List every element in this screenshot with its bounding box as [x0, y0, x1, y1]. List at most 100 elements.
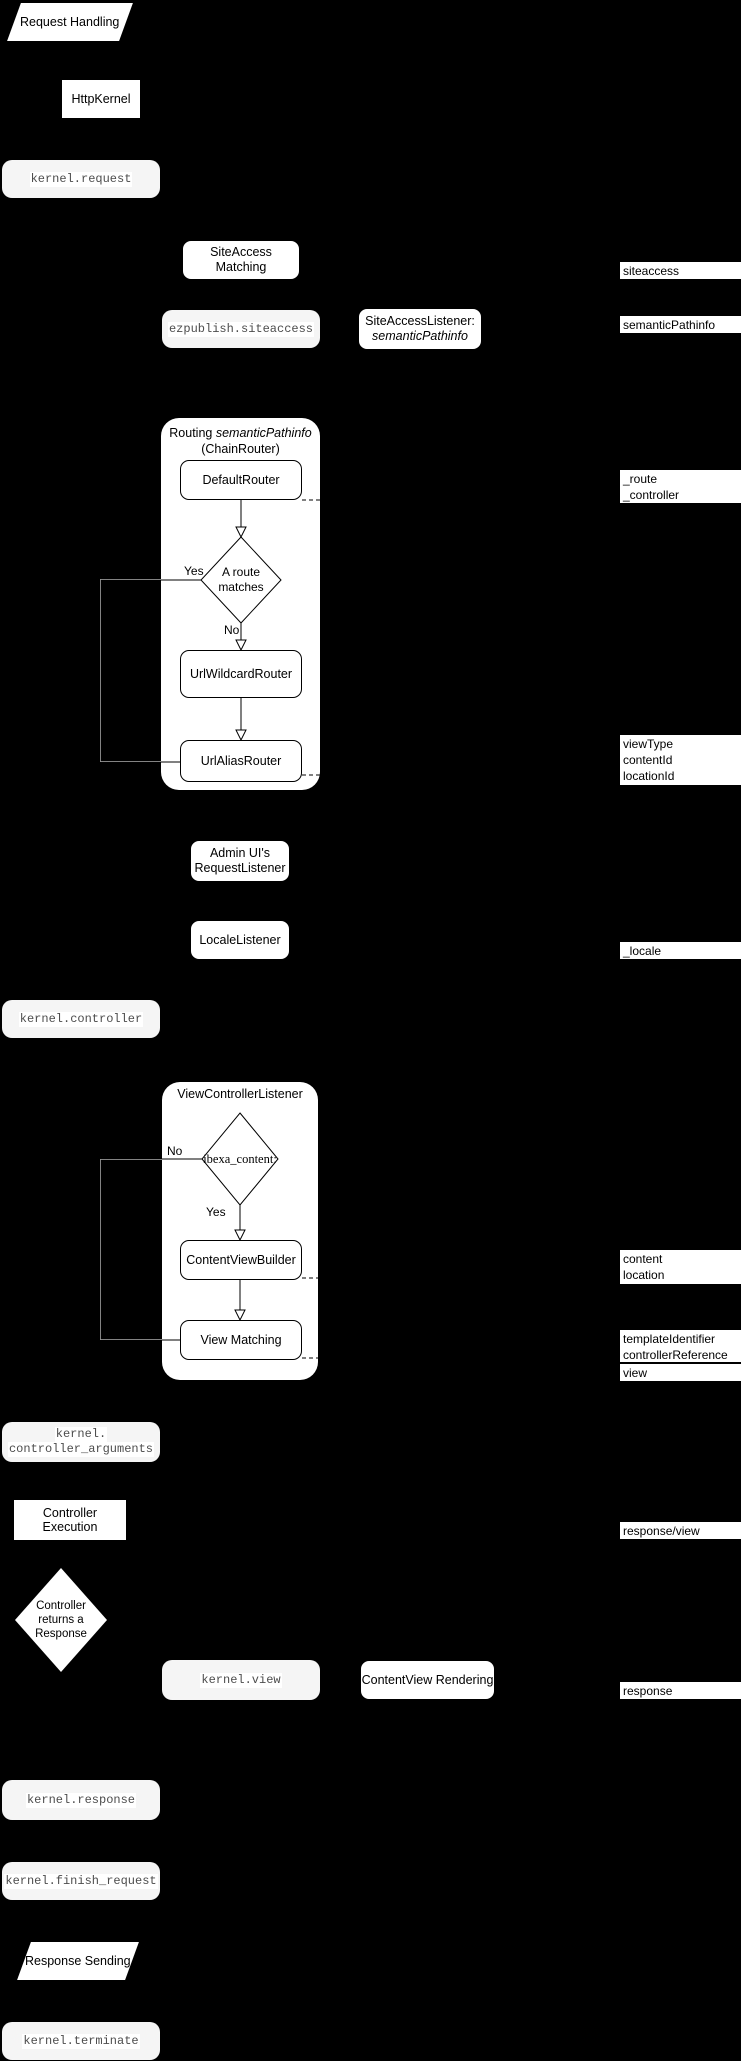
routing-connectors: [161, 499, 320, 776]
httpkernel-label: HttpKernel: [71, 92, 131, 106]
var-locale: _locale: [620, 942, 741, 959]
locale-listener-box: LocaleListener: [190, 920, 290, 960]
var-content-location: content location: [620, 1250, 741, 1284]
var-response-view: response/view: [620, 1522, 741, 1539]
siteaccess-listener-line1: SiteAccessListener:: [365, 314, 475, 328]
routing-yes-bypass-line-h1: [100, 579, 162, 580]
response-sending-parallelogram: Response Sending: [17, 1942, 139, 1980]
url-wildcard-router-label: UrlWildcardRouter: [189, 666, 293, 681]
url-wildcard-router-box: UrlWildcardRouter: [180, 650, 302, 698]
ibexa-content-text: ibexa_content:: [203, 1151, 277, 1166]
var-response-view-label: response/view: [623, 1524, 700, 1538]
kernel-controller-label: kernel.controller: [18, 1011, 144, 1027]
viewcontroller-container-title: ViewControllerListener: [162, 1086, 318, 1102]
kernel-response-label: kernel.response: [25, 1792, 137, 1808]
routing-no-text: No: [224, 623, 240, 637]
start-parallelogram: Request Handling: [7, 3, 133, 41]
default-router-box: DefaultRouter: [180, 460, 302, 500]
viewcontroller-title-text: ViewControllerListener: [177, 1087, 303, 1101]
var-template-controllerref: templateIdentifier controllerReference: [620, 1330, 741, 1362]
var-contentid: contentId: [623, 753, 673, 767]
var-view-label: view: [623, 1366, 648, 1380]
default-router-label: DefaultRouter: [202, 472, 280, 487]
viewctrl-no-bypass-line-v: [100, 1159, 101, 1340]
var-locale-label: _locale: [623, 944, 662, 958]
var-viewtype-contentid-locationid: viewType contentId locationId: [620, 735, 741, 785]
response-sending-label: Response Sending: [25, 1954, 131, 1968]
admin-listener-line2: RequestListener: [194, 861, 286, 875]
kernel-view-event: kernel.view: [162, 1660, 320, 1700]
content-view-builder-box: ContentViewBuilder: [180, 1240, 302, 1280]
kernel-view-label: kernel.view: [200, 1672, 282, 1688]
kernel-request-label: kernel.request: [29, 171, 133, 187]
kernel-controller-arguments-line2: controller_arguments: [7, 1442, 155, 1457]
var-route-controller: _route _controller: [620, 470, 741, 503]
siteaccess-matching-label: SiteAccess Matching: [210, 245, 272, 274]
var-semanticpathinfo-label: semanticPathinfo: [623, 318, 716, 332]
routing-title-prefix: Routing: [169, 426, 216, 440]
viewctrl-no-label: No: [167, 1145, 191, 1158]
controller-returns-response-diamond: Controller returns a Response: [15, 1568, 107, 1672]
var-view: view: [620, 1364, 741, 1381]
content-view-builder-label: ContentViewBuilder: [186, 1252, 296, 1267]
view-matching-box: View Matching: [180, 1320, 302, 1360]
routing-yes-bypass-line-h2: [100, 761, 162, 762]
var-templateidentifier: templateIdentifier: [623, 1332, 716, 1346]
var-location: location: [623, 1268, 665, 1282]
var-response: response: [620, 1682, 741, 1699]
routing-yes-bypass-line-v: [100, 579, 101, 762]
siteaccess-listener-box: SiteAccessListener: semanticPathinfo: [358, 308, 482, 350]
var-siteaccess-label: siteaccess: [623, 264, 680, 278]
url-alias-router-box: UrlAliasRouter: [180, 740, 302, 782]
viewcontroller-connectors: [162, 1112, 318, 1359]
routing-title-line2: (ChainRouter): [201, 442, 280, 456]
ezpublish-siteaccess-label: ezpublish.siteaccess: [167, 321, 315, 337]
controller-returns-response-text: Controller returns a Response: [35, 1600, 87, 1640]
locale-listener-label: LocaleListener: [199, 932, 281, 947]
viewctrl-no-bypass-line-h1: [100, 1159, 163, 1160]
siteaccess-listener-line2: semanticPathinfo: [372, 329, 468, 343]
var-locationid: locationId: [623, 769, 675, 783]
routing-title-italic: semanticPathinfo: [215, 426, 312, 440]
admin-request-listener-box: Admin UI's RequestListener: [190, 840, 290, 882]
routing-container-title: Routing semanticPathinfo (ChainRouter): [161, 425, 320, 457]
view-matching-label: View Matching: [200, 1332, 282, 1347]
kernel-finish-request-label: kernel.finish_request: [4, 1873, 158, 1889]
kernel-controller-event: kernel.controller: [2, 1000, 160, 1038]
contentview-rendering-label: ContentView Rendering: [361, 1672, 494, 1687]
viewctrl-yes-text: Yes: [206, 1205, 226, 1219]
admin-listener-line1: Admin UI's: [209, 846, 271, 860]
viewctrl-no-text: No: [167, 1144, 183, 1158]
var-response-label: response: [623, 1684, 673, 1698]
var-controller: _controller: [623, 488, 680, 502]
routing-yes-text: Yes: [184, 564, 204, 578]
var-controllerreference: controllerReference: [623, 1348, 728, 1362]
kernel-terminate-event: kernel.terminate: [2, 2022, 160, 2060]
var-route: _route: [623, 472, 658, 486]
kernel-controller-arguments-event: kernel. controller_arguments: [2, 1422, 160, 1462]
kernel-response-event: kernel.response: [2, 1780, 160, 1820]
kernel-controller-arguments-line1: kernel.: [54, 1427, 108, 1442]
viewctrl-no-bypass-line-h2: [100, 1339, 163, 1340]
contentview-rendering-box: ContentView Rendering: [360, 1660, 495, 1700]
controller-execution-label: Controller Execution: [42, 1506, 98, 1534]
ibexa-content-diamond-label: ibexa_content:: [198, 1150, 282, 1168]
httpkernel-box: HttpKernel: [62, 80, 140, 118]
var-siteaccess: siteaccess: [620, 262, 741, 279]
kernel-terminate-label: kernel.terminate: [22, 2033, 140, 2049]
controller-execution-box: Controller Execution: [14, 1500, 126, 1540]
url-alias-router-label: UrlAliasRouter: [200, 753, 282, 768]
var-content: content: [623, 1252, 663, 1266]
var-viewtype: viewType: [623, 737, 674, 751]
ezpublish-siteaccess-event: ezpublish.siteaccess: [162, 310, 320, 348]
start-label: Request Handling: [20, 15, 120, 29]
kernel-finish-request-event: kernel.finish_request: [2, 1862, 160, 1900]
routing-yes-label: Yes: [184, 565, 214, 578]
siteaccess-matching-box: SiteAccess Matching: [182, 240, 300, 280]
viewctrl-yes-label: Yes: [206, 1206, 236, 1219]
kernel-request-event: kernel.request: [2, 160, 160, 198]
var-semanticpathinfo: semanticPathinfo: [620, 316, 741, 333]
